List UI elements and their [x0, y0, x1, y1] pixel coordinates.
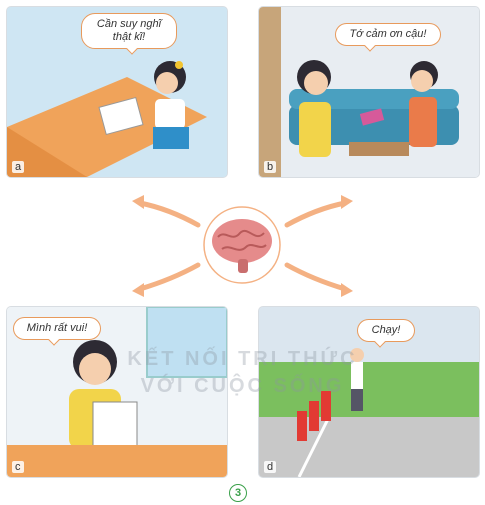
panel-a-letter: a	[12, 161, 25, 173]
arrow-icon	[137, 200, 348, 292]
panel-b-thanking: Tớ cảm ơn cậu! b	[259, 7, 479, 177]
panel-b-illustration	[259, 7, 479, 177]
page-number: 3	[229, 484, 247, 502]
panel-a-thinking: Cần suy nghĩ thật kĩ! a	[7, 7, 227, 177]
brain-icon	[212, 219, 272, 273]
panel-c-letter: c	[12, 461, 24, 473]
panel-c-happy: Mình rất vui! c	[7, 307, 227, 477]
speech-bubble-a: Cần suy nghĩ thật kĩ!	[81, 13, 177, 49]
brain-diagram	[132, 195, 353, 297]
panel-b-letter: b	[264, 161, 277, 173]
speech-bubble-c: Mình rất vui!	[13, 317, 101, 340]
panel-d-letter: d	[264, 461, 277, 473]
speech-bubble-d: Chạy!	[357, 319, 415, 342]
speech-bubble-b: Tớ cảm ơn cậu!	[335, 23, 441, 46]
panel-d-illustration	[259, 307, 479, 477]
panel-d-running: Chạy! d	[259, 307, 479, 477]
